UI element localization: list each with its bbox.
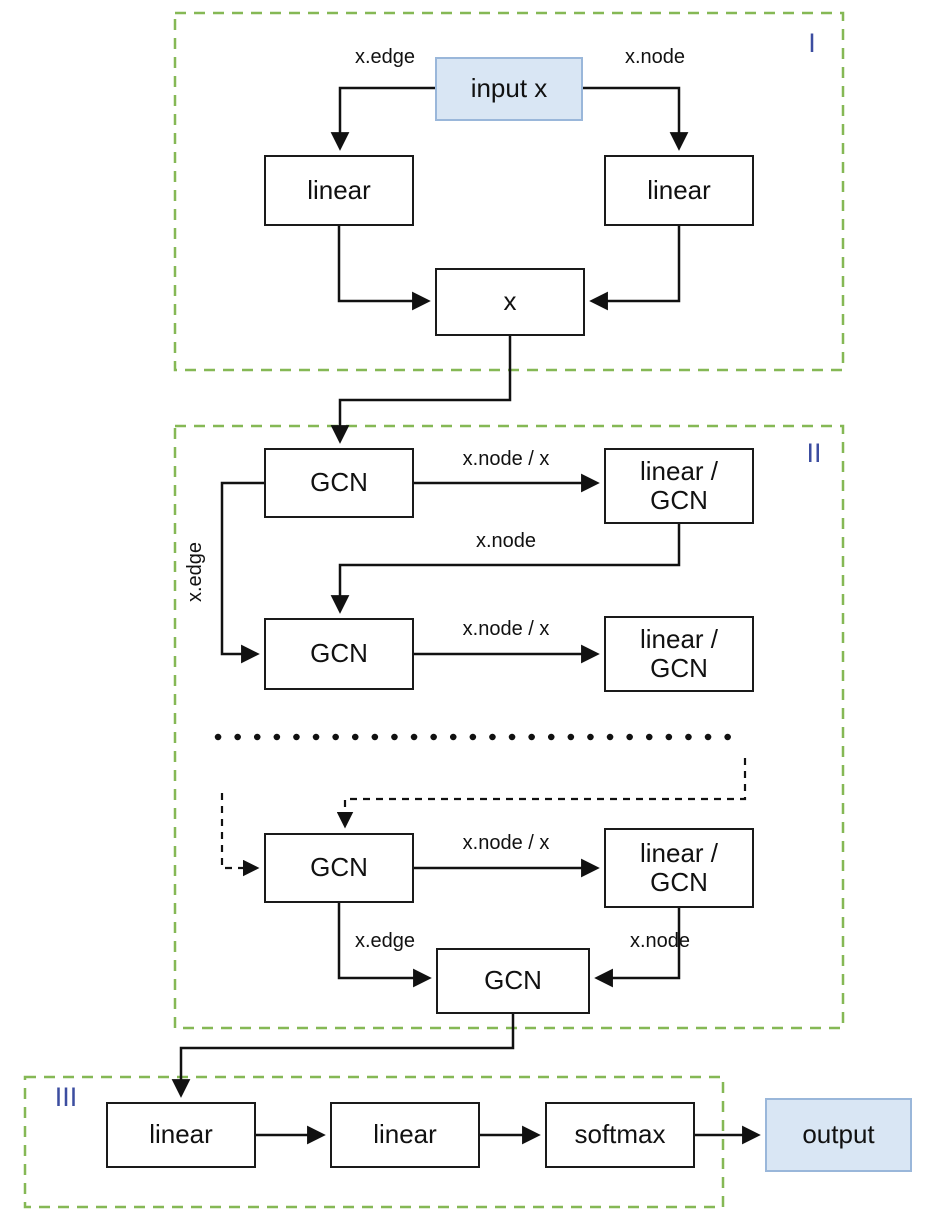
node-gcn-2: GCN bbox=[264, 618, 414, 690]
arrow-input-to-linear-left bbox=[330, 86, 435, 151]
arrow-gcn3-to-gcnfinal bbox=[337, 903, 432, 988]
node-softmax: softmax bbox=[545, 1102, 695, 1168]
arrow-gcnfinal-to-linear1 bbox=[171, 1014, 515, 1098]
node-input-x: input x bbox=[435, 57, 583, 121]
region-3-border bbox=[23, 1075, 725, 1209]
arrow-linear-left-to-x bbox=[337, 226, 431, 311]
edge-label-x-node-top: x.node bbox=[624, 46, 686, 68]
arrow-x-to-gcn1 bbox=[330, 336, 512, 444]
dashed-arrow-to-gcn3-top bbox=[336, 758, 747, 829]
edge-label-x-node-bottom: x.node bbox=[629, 930, 691, 952]
node-x-merge: x bbox=[435, 268, 585, 336]
region-2-numeral: II bbox=[806, 438, 822, 468]
node-gcn-3: GCN bbox=[264, 833, 414, 903]
node-linear-top-right: linear bbox=[604, 155, 754, 226]
edge-label-x-edge-top: x.edge bbox=[354, 46, 416, 68]
arrow-lineargcn1-to-gcn2 bbox=[330, 524, 681, 614]
node-linear-gcn-2: linear / GCN bbox=[604, 616, 754, 692]
dashed-arrow-to-gcn3-left bbox=[220, 793, 260, 877]
arrow-lineargcn3-to-gcnfinal bbox=[594, 908, 681, 988]
region-2-border bbox=[173, 424, 845, 1030]
node-gcn-final: GCN bbox=[436, 948, 590, 1014]
node-output: output bbox=[765, 1098, 912, 1172]
edge-label-x-node-x-3: x.node / x bbox=[462, 832, 550, 854]
arrow-xedge-gcn1-to-gcn2 bbox=[220, 481, 264, 664]
node-linear-top-left: linear bbox=[264, 155, 414, 226]
node-linear-gcn-1: linear / GCN bbox=[604, 448, 754, 524]
edge-label-x-node-mid: x.node bbox=[475, 530, 537, 552]
edge-label-x-node-x-2: x.node / x bbox=[462, 618, 550, 640]
node-linear-gcn-3: linear / GCN bbox=[604, 828, 754, 908]
region-1-numeral: I bbox=[808, 28, 816, 58]
edge-label-x-edge-bottom: x.edge bbox=[354, 930, 416, 952]
node-linear-out-2: linear bbox=[330, 1102, 480, 1168]
edge-label-x-edge-side: x.edge bbox=[184, 541, 206, 603]
arrow-input-to-linear-right bbox=[583, 86, 689, 151]
region-3-numeral: III bbox=[54, 1082, 78, 1112]
edge-label-x-node-x-1: x.node / x bbox=[462, 448, 550, 470]
node-gcn-1: GCN bbox=[264, 448, 414, 518]
node-linear-out-1: linear bbox=[106, 1102, 256, 1168]
arrow-linear-right-to-x bbox=[589, 226, 681, 311]
